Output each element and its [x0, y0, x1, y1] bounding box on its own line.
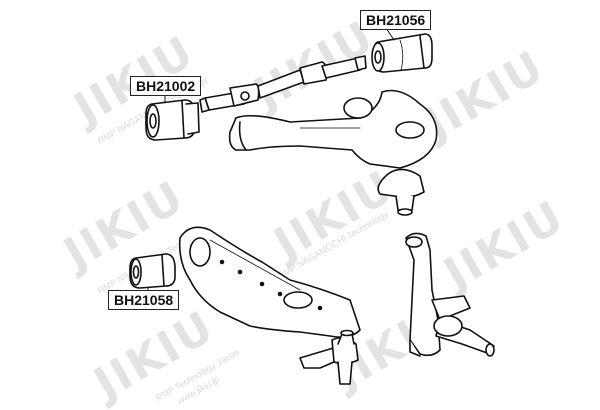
lower-ball-joint: [299, 329, 359, 385]
bushing-bh21058: [129, 253, 176, 289]
bushing-bh21056: [371, 33, 433, 73]
upper-control-arm: [228, 89, 438, 169]
callout-bh21002: BH21002: [130, 76, 202, 96]
callout-bh21056: BH21056: [360, 10, 432, 30]
upper-ball-joint: [377, 168, 425, 216]
steering-knuckle: [405, 232, 495, 357]
callout-bh21058: BH21058: [108, 290, 180, 310]
diagram-canvas: JIKIU JIKIU JIKIU JIKIU JIKIU JIKIU JIKI…: [56, 10, 573, 410]
lower-control-arm: [178, 226, 361, 338]
suspension-drawing: [129, 27, 495, 385]
upper-arm-shaft: [199, 55, 367, 113]
bushing-bh21002: [145, 99, 200, 141]
